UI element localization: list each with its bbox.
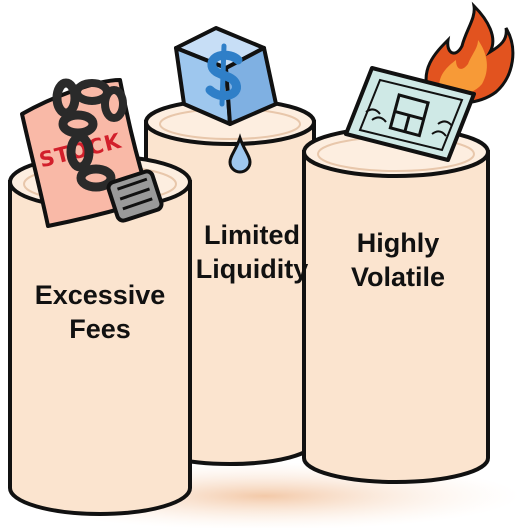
label-highly-volatile: Highly Volatile [351, 228, 445, 292]
dripping-ice-cube-dollar-icon [174, 26, 278, 174]
label-line2: Volatile [351, 262, 445, 292]
cylinder-highly-volatile [302, 126, 490, 484]
burning-certificate-icon [344, 1, 515, 162]
chain-icon [52, 78, 127, 192]
label-line1: Limited [204, 220, 300, 250]
cylinder-body [302, 150, 490, 484]
water-drop [228, 133, 252, 174]
label-line2: Fees [69, 314, 131, 344]
label-line1: Excessive [35, 280, 166, 310]
padlock-icon [106, 169, 164, 223]
chained-stock-certificate-icon: STOCK [20, 78, 164, 228]
label-line2: Liquidity [196, 254, 308, 284]
label-excessive-fees: Excessive Fees [35, 280, 166, 344]
cylinder-body [8, 180, 192, 516]
label-line1: Highly [357, 228, 440, 258]
label-limited-liquidity: Limited Liquidity [196, 220, 308, 284]
